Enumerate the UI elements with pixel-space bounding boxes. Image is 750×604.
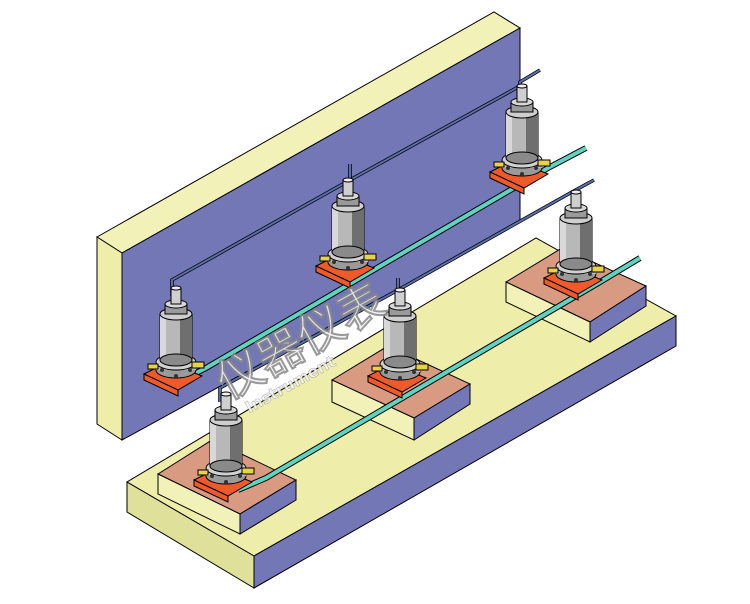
wall-side-face	[96, 236, 123, 441]
base-right-side	[253, 315, 677, 589]
instrument-floor-3	[543, 189, 605, 301]
back-wall	[96, 11, 521, 441]
